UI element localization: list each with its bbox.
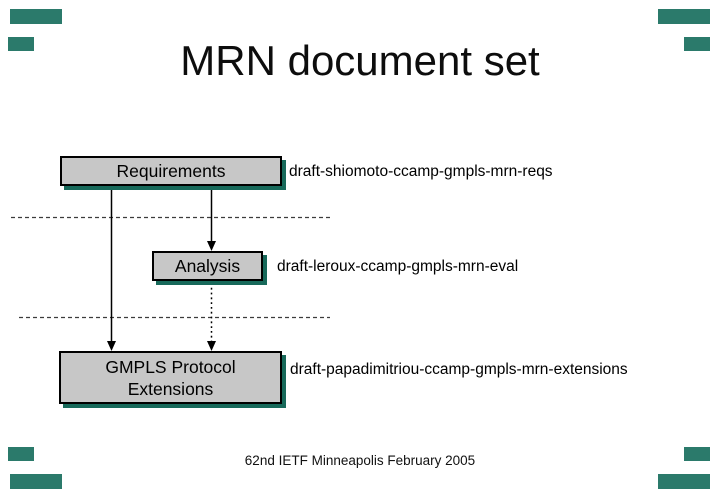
draft-name-requirements: draft-shiomoto-ccamp-gmpls-mrn-reqs xyxy=(289,163,553,180)
corner-mark-bottom-left-inner xyxy=(8,447,34,461)
box-requirements: Requirements xyxy=(60,156,282,186)
draft-name-gmpls-extensions: draft-papadimitriou-ccamp-gmpls-mrn-exte… xyxy=(290,361,628,378)
box-analysis-label: Analysis xyxy=(174,256,241,276)
corner-mark-top-right-outer xyxy=(658,9,710,24)
corner-mark-top-right-inner xyxy=(684,37,710,51)
corner-mark-top-left-outer xyxy=(10,9,62,24)
slide-footer: 62nd IETF Minneapolis February 2005 xyxy=(244,453,476,468)
arrow-requirements-to-analysis-head xyxy=(207,241,216,251)
slide-title: MRN document set xyxy=(180,37,540,84)
draft-name-analysis: draft-leroux-ccamp-gmpls-mrn-eval xyxy=(277,258,519,275)
box-gmpls-protocol-extensions: GMPLS Protocol Extensions xyxy=(59,351,282,404)
box-gmpls-protocol-extensions-label: GMPLS Protocol Extensions xyxy=(105,356,236,399)
corner-mark-bottom-right-outer xyxy=(658,474,710,489)
box-requirements-label: Requirements xyxy=(116,161,226,181)
arrow-analysis-to-gmpls-head xyxy=(207,341,216,351)
box-analysis: Analysis xyxy=(152,251,263,281)
arrow-requirements-to-gmpls-head xyxy=(107,341,116,351)
corner-mark-bottom-left-outer xyxy=(10,474,62,489)
corner-mark-top-left-inner xyxy=(8,37,34,51)
corner-mark-bottom-right-inner xyxy=(684,447,710,461)
